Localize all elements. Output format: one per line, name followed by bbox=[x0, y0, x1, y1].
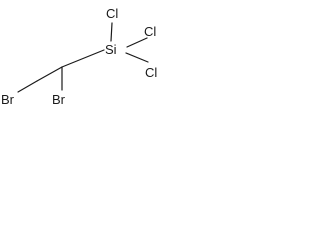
bond-si-cl-right bbox=[125, 52, 149, 63]
skeletal-structure: Br Br Si Cl Cl Cl bbox=[1, 6, 157, 107]
atom-si: Si bbox=[105, 42, 117, 57]
atom-cl-top-left: Cl bbox=[106, 6, 118, 21]
atom-cl-right: Cl bbox=[145, 65, 157, 80]
atom-br-center: Br bbox=[52, 92, 66, 107]
bond-brleft-c1 bbox=[17, 80, 38, 93]
atom-cl-top-right: Cl bbox=[144, 24, 156, 39]
atom-br-left: Br bbox=[1, 92, 15, 107]
bond-c1-c2 bbox=[36, 66, 63, 82]
bond-si-cl-top-left bbox=[110, 22, 113, 42]
bond-c2-si bbox=[61, 49, 105, 68]
bond-si-cl-top-right bbox=[126, 37, 148, 48]
